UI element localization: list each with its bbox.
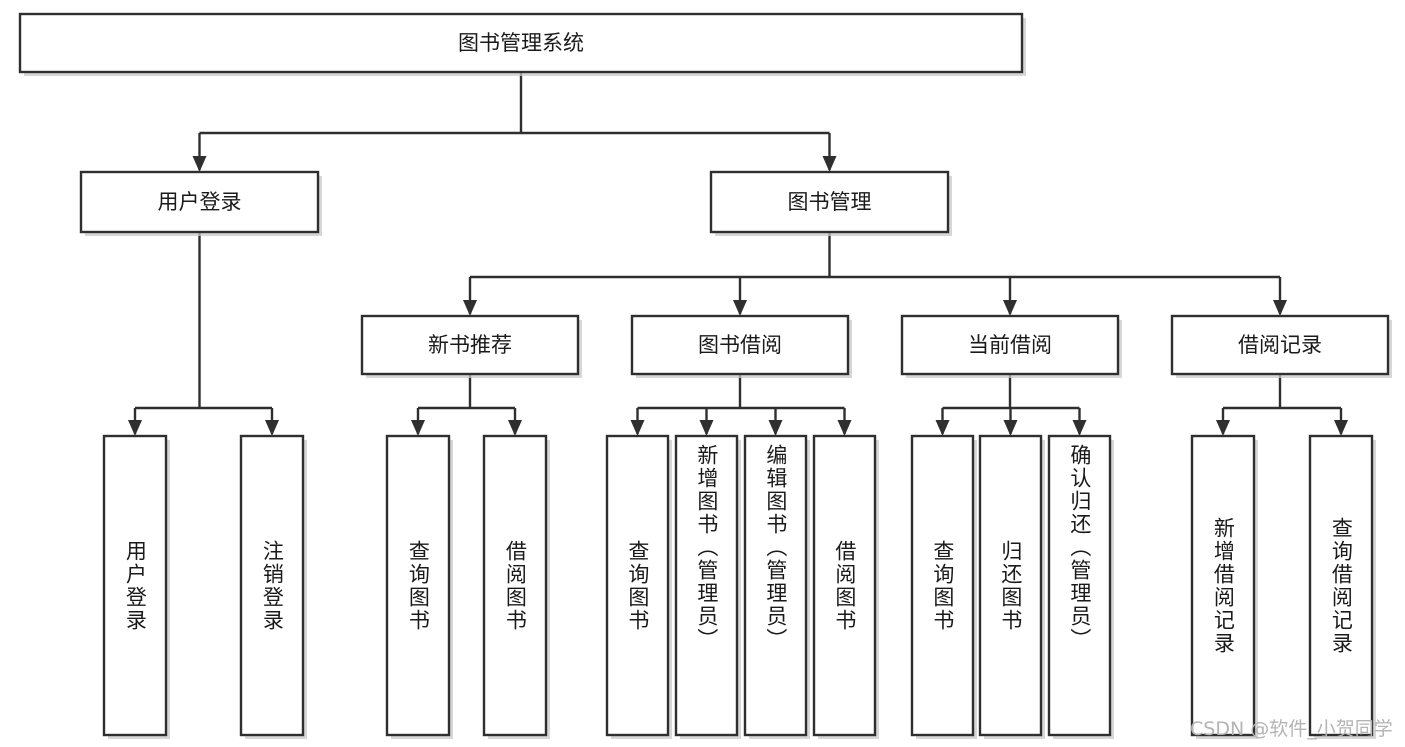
node-box-leaf-query-record[interactable]: [1308, 434, 1376, 739]
node-label-new-book-rec: 新书推荐: [428, 333, 512, 357]
arrow-head-icon: [935, 420, 950, 436]
arrow-head-icon: [411, 420, 425, 436]
arrow-head-icon: [1003, 420, 1018, 436]
arrow-head-icon: [733, 300, 747, 316]
arrow-head-icon: [1072, 420, 1087, 436]
arrow-head-icon: [1003, 300, 1017, 316]
node-box-leaf-user-login[interactable]: [102, 434, 170, 739]
node-box-book-borrow[interactable]: 图书借阅: [630, 314, 852, 378]
node-box-leaf-query-book-1[interactable]: [385, 434, 453, 739]
node-box-leaf-add-record[interactable]: [1190, 434, 1258, 739]
node-box-leaf-query-book-2[interactable]: [605, 434, 672, 739]
arrow-head-icon: [1334, 420, 1348, 436]
arrow-head-icon: [463, 300, 477, 316]
node-box-current-borrow[interactable]: 当前借阅: [900, 314, 1122, 378]
arrow-head-icon: [768, 420, 783, 436]
arrow-head-icon: [265, 420, 279, 436]
node-box-leaf-confirm-return[interactable]: [1047, 434, 1114, 739]
node-box-leaf-user-logout[interactable]: [239, 434, 307, 739]
arrow-head-icon: [192, 156, 207, 172]
node-box-leaf-borrow-book-2[interactable]: [812, 434, 879, 739]
node-label-book-borrow: 图书借阅: [698, 333, 782, 357]
arrow-head-icon: [1216, 420, 1230, 436]
arrow-head-icon: [837, 420, 852, 436]
node-box-borrow-record[interactable]: 借阅记录: [1170, 314, 1392, 378]
node-box-new-book-rec[interactable]: 新书推荐: [360, 314, 582, 378]
arrow-head-icon: [822, 156, 837, 172]
node-label-user-login: 用户登录: [158, 190, 242, 214]
arrow-head-icon: [508, 420, 522, 436]
node-box-leaf-borrow-book-1[interactable]: [482, 434, 550, 739]
connector-layer: [128, 72, 1348, 436]
node-box-book-manage[interactable]: 图书管理: [709, 170, 952, 236]
node-label-borrow-record: 借阅记录: [1238, 333, 1322, 357]
node-box-leaf-query-book-3[interactable]: [910, 434, 977, 739]
arrow-head-icon: [1273, 300, 1287, 316]
node-label-root: 图书管理系统: [458, 31, 584, 55]
node-box-leaf-edit-book[interactable]: [743, 434, 810, 739]
node-label-book-manage: 图书管理: [788, 190, 872, 214]
node-box-leaf-add-book[interactable]: [674, 434, 741, 739]
node-label-current-borrow: 当前借阅: [968, 333, 1052, 357]
node-box-root[interactable]: 图书管理系统: [18, 12, 1026, 76]
arrow-head-icon: [630, 420, 645, 436]
node-box-user-login[interactable]: 用户登录: [79, 170, 322, 236]
watermark-text: CSDN @软件_小贺同学: [1190, 718, 1393, 740]
arrow-head-icon: [128, 420, 142, 436]
node-box-leaf-return-book[interactable]: [978, 434, 1045, 739]
arrow-head-icon: [699, 420, 714, 436]
